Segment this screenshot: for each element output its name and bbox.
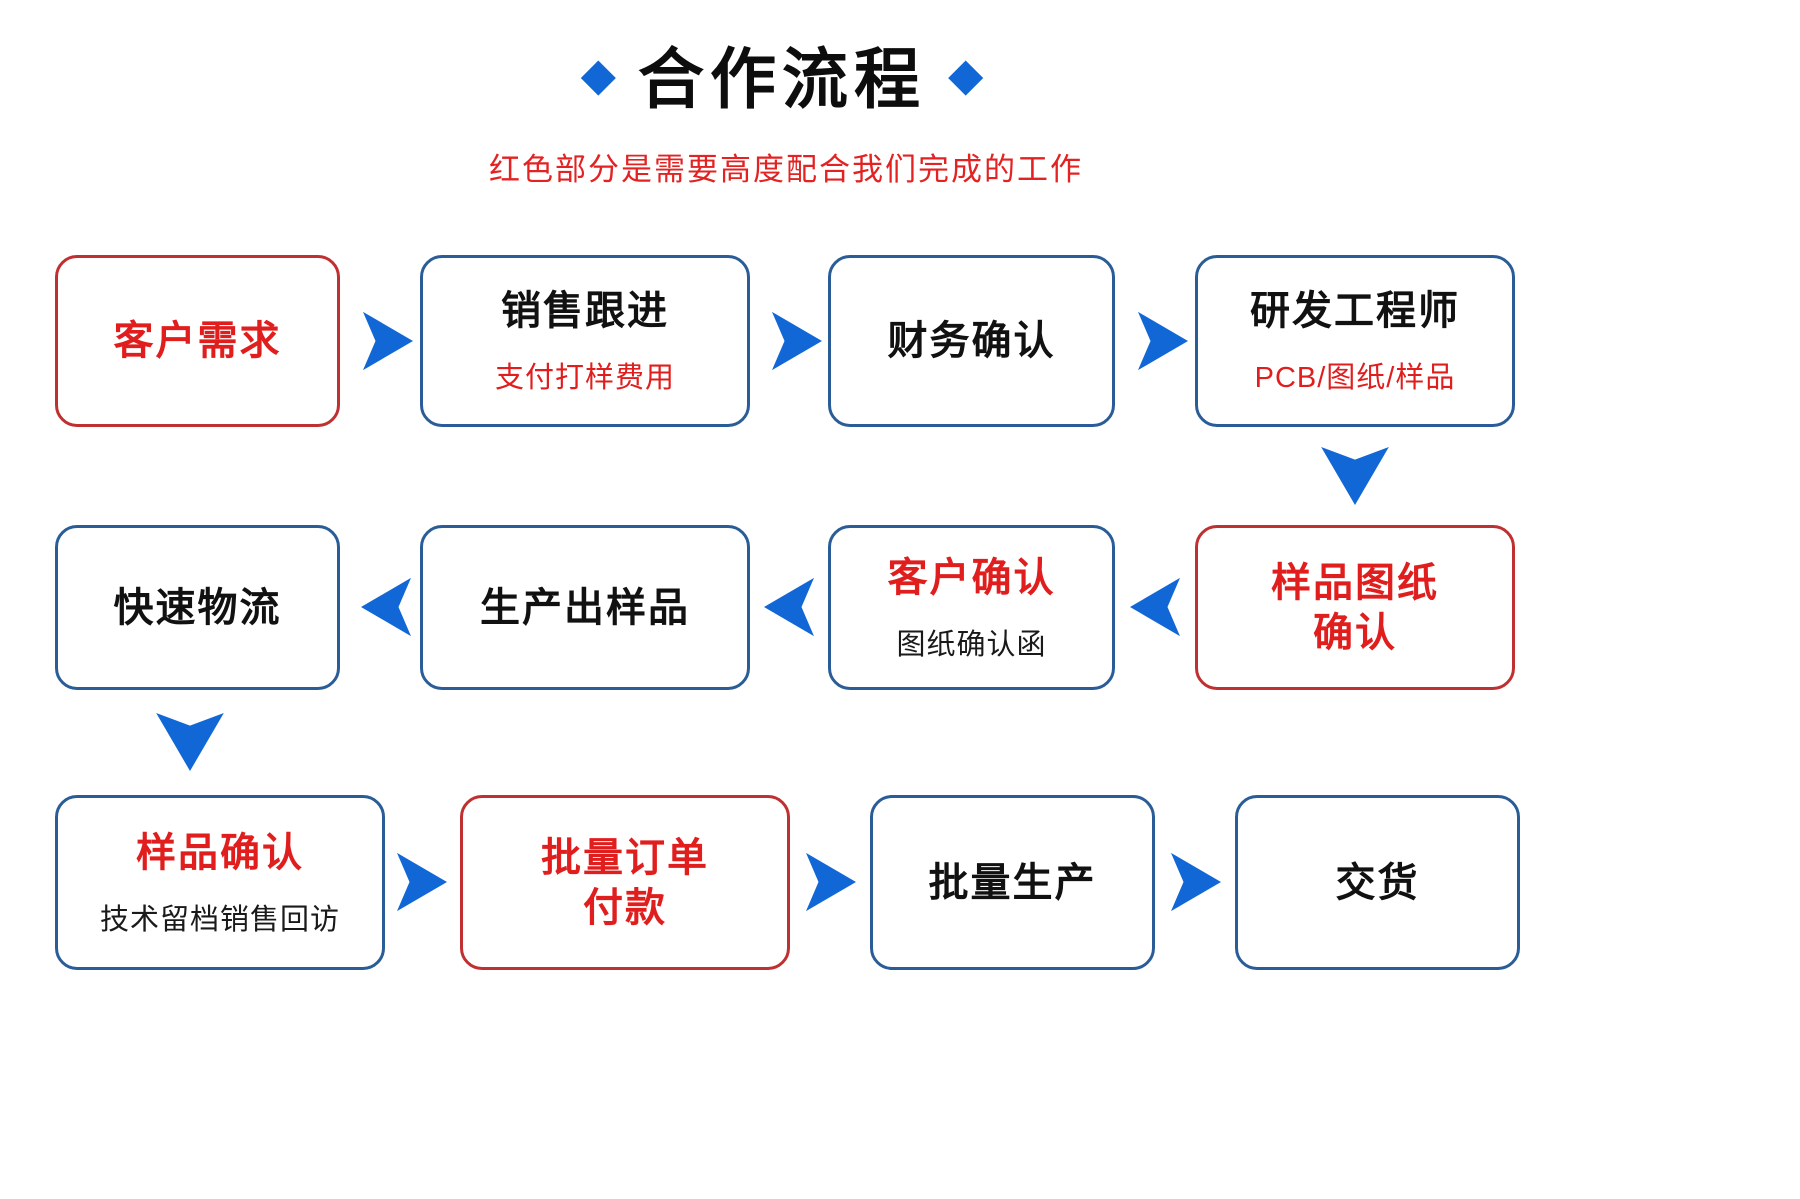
node-title: 样品图纸确认: [1271, 560, 1439, 655]
node-bulk-order-payment: 批量订单付款: [460, 795, 790, 970]
page-header: ◆ 合作流程 ◆: [0, 26, 1564, 122]
arrow-right-icon: [1138, 310, 1188, 372]
node-delivery: 交货: [1235, 795, 1520, 970]
node-title: 研发工程师: [1250, 289, 1460, 333]
arrow-down-icon: [1321, 447, 1389, 505]
node-title: 销售跟进: [501, 289, 669, 333]
node-sample-drawing-confirm: 样品图纸确认: [1195, 525, 1515, 690]
node-sales-follow-up: 销售跟进 支付打样费用: [420, 255, 750, 427]
node-customer-demand: 客户需求: [55, 255, 340, 427]
node-title: 样品确认: [136, 830, 304, 875]
arrow-right-icon: [363, 310, 413, 372]
node-subtitle: PCB/图纸/样品: [1254, 362, 1456, 394]
arrow-left-icon: [1130, 576, 1180, 638]
node-finance-confirm: 财务确认: [828, 255, 1115, 427]
node-fast-logistics: 快速物流: [55, 525, 340, 690]
arrow-right-icon: [806, 851, 856, 913]
arrow-right-icon: [397, 851, 447, 913]
diamond-icon: ◆: [948, 48, 984, 100]
node-title: 快速物流: [113, 585, 282, 630]
arrow-right-icon: [772, 310, 822, 372]
page-subtitle: 红色部分是需要高度配合我们完成的工作: [489, 152, 1083, 187]
node-subtitle: 图纸确认函: [896, 628, 1047, 661]
node-title: 客户确认: [887, 555, 1056, 600]
diamond-icon: ◆: [580, 48, 616, 100]
arrow-left-icon: [361, 576, 411, 638]
node-title: 批量订单付款: [541, 835, 709, 930]
node-customer-confirm: 客户确认 图纸确认函: [828, 525, 1115, 690]
page-title: 合作流程: [638, 42, 926, 116]
node-produce-sample: 生产出样品: [420, 525, 750, 690]
node-sample-confirm: 样品确认 技术留档销售回访: [55, 795, 385, 970]
node-rd-engineer: 研发工程师 PCB/图纸/样品: [1195, 255, 1515, 427]
node-subtitle: 支付打样费用: [494, 362, 675, 394]
node-bulk-production: 批量生产: [870, 795, 1155, 970]
node-title: 交货: [1335, 860, 1420, 905]
node-title: 客户需求: [113, 319, 282, 363]
node-title: 财务确认: [887, 319, 1056, 363]
arrow-right-icon: [1171, 851, 1221, 913]
node-subtitle: 技术留档销售回访: [99, 903, 340, 936]
node-title: 批量生产: [928, 860, 1097, 905]
node-title: 生产出样品: [480, 585, 690, 630]
arrow-down-icon: [156, 713, 224, 771]
arrow-left-icon: [764, 576, 814, 638]
